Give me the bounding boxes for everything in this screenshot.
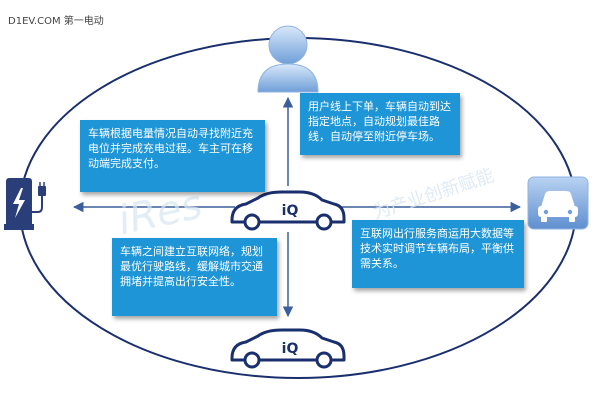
charging-description-box: 车辆根据电量情况自动寻找附近充电位并完成充电过程。车主可在移动端完成支付。 xyxy=(80,120,265,192)
car-icon xyxy=(527,176,589,230)
bottom-car-icon: iQ xyxy=(230,328,346,369)
user-icon xyxy=(257,25,319,93)
connected-car-icon: iQ xyxy=(230,190,346,231)
service-provider-description-box: 互联网出行服务商运用大数据等技术实时调节车辆布局，平衡供需关系。 xyxy=(352,220,524,288)
vehicle-network-description-box: 车辆之间建立互联网络，规划最优行驶路线，缓解城市交通拥堵并提高出行安全性。 xyxy=(112,238,277,316)
user-order-description-box: 用户线上下单，车辆自动到达指定地点，自动规划最佳路线，自动停至附近停车场。 xyxy=(300,93,460,155)
bottom-car-badge: iQ xyxy=(282,341,299,357)
site-header: D1EV.COM 第一电动 xyxy=(8,16,104,27)
charging-station-icon xyxy=(4,178,46,230)
center-car-badge: iQ xyxy=(282,203,299,219)
